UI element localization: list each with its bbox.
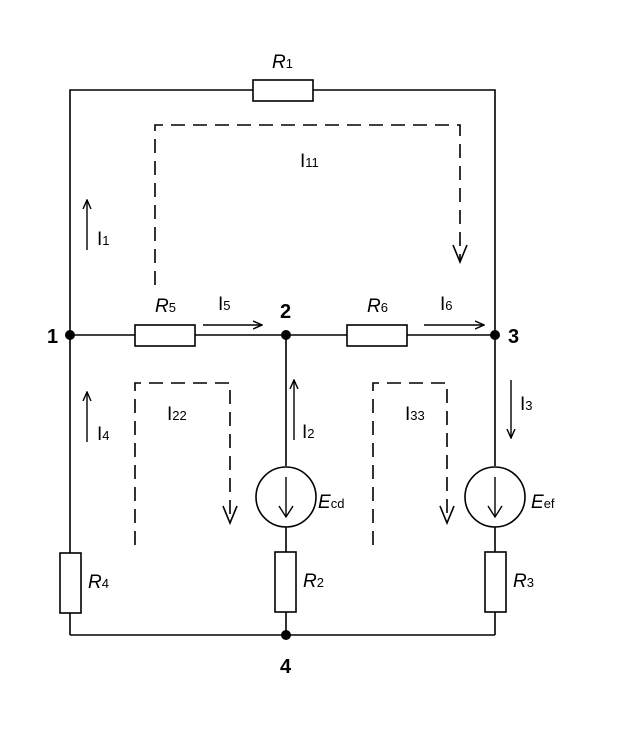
current-i5: I5 (203, 294, 262, 325)
source-eef-label: Eef (531, 492, 555, 513)
current-i2: I2 (294, 380, 315, 443)
current-i3: I3 (511, 380, 533, 438)
resistor-r5-body (134, 324, 196, 347)
top-wire (69, 89, 496, 335)
node-1: 1 (47, 326, 75, 348)
current-i1: I1 (87, 200, 110, 250)
resistor-r4: R4 (59, 552, 109, 614)
loop-i33-arrow-head (439, 505, 455, 526)
resistor-r6-label: R6 (367, 296, 388, 317)
resistor-r2-label: R2 (303, 571, 324, 592)
resistor-r3-body (484, 551, 507, 613)
node-2: 2 (280, 301, 291, 340)
node-3-label: 3 (508, 326, 519, 348)
loop-i22: I22 (134, 382, 238, 545)
resistor-r6-body (346, 324, 408, 347)
loop-i11-arrow-head (452, 244, 468, 265)
resistor-r5: R5 (134, 296, 196, 347)
node-3-dot (490, 330, 500, 340)
loop-i33-label: I33 (405, 404, 425, 425)
resistor-r1-body (252, 79, 314, 102)
node-1-dot (65, 330, 75, 340)
current-i1-label: I1 (97, 229, 110, 250)
current-i6-label: I6 (440, 294, 453, 315)
source-ecd-arrow-head (278, 505, 294, 519)
resistor-r1-label: R1 (272, 52, 293, 73)
resistor-r2-body (274, 551, 297, 613)
loop-i11: I11 (154, 124, 468, 285)
source-eef: Eef (464, 466, 555, 528)
source-ecd-label: Ecd (318, 492, 344, 513)
loop-i11-path (154, 124, 461, 285)
node-1-label: 1 (47, 326, 58, 348)
resistor-r3-label: R3 (513, 571, 534, 592)
resistor-r4-body (59, 552, 82, 614)
resistor-r5-label: R5 (155, 296, 176, 317)
current-i2-label: I2 (302, 422, 315, 443)
current-i5-label: I5 (218, 294, 231, 315)
loop-i33: I33 (372, 382, 455, 545)
loop-i22-path (134, 382, 231, 545)
current-i6: I6 (424, 294, 484, 325)
current-i3-label: I3 (520, 394, 533, 415)
source-ecd: Ecd (255, 466, 344, 528)
resistor-r3: R3 (484, 551, 534, 613)
node-4-label: 4 (280, 656, 292, 678)
resistor-r1: R1 (252, 52, 314, 102)
resistor-r2: R2 (274, 551, 324, 613)
resistor-r4-label: R4 (88, 572, 109, 593)
current-i4-label: I4 (97, 424, 110, 445)
node-2-dot (281, 330, 291, 340)
loop-i22-arrow-head (222, 505, 238, 526)
node-4-dot (281, 630, 291, 640)
source-eef-arrow-head (487, 505, 503, 519)
loop-i22-label: I22 (167, 404, 187, 425)
node-2-label: 2 (280, 301, 291, 323)
node-3: 3 (490, 326, 519, 348)
loop-i11-label: I11 (300, 151, 319, 172)
loop-i33-path (372, 382, 448, 545)
node-4: 4 (280, 630, 292, 678)
current-i4: I4 (87, 392, 110, 445)
resistor-r6: R6 (346, 296, 408, 347)
